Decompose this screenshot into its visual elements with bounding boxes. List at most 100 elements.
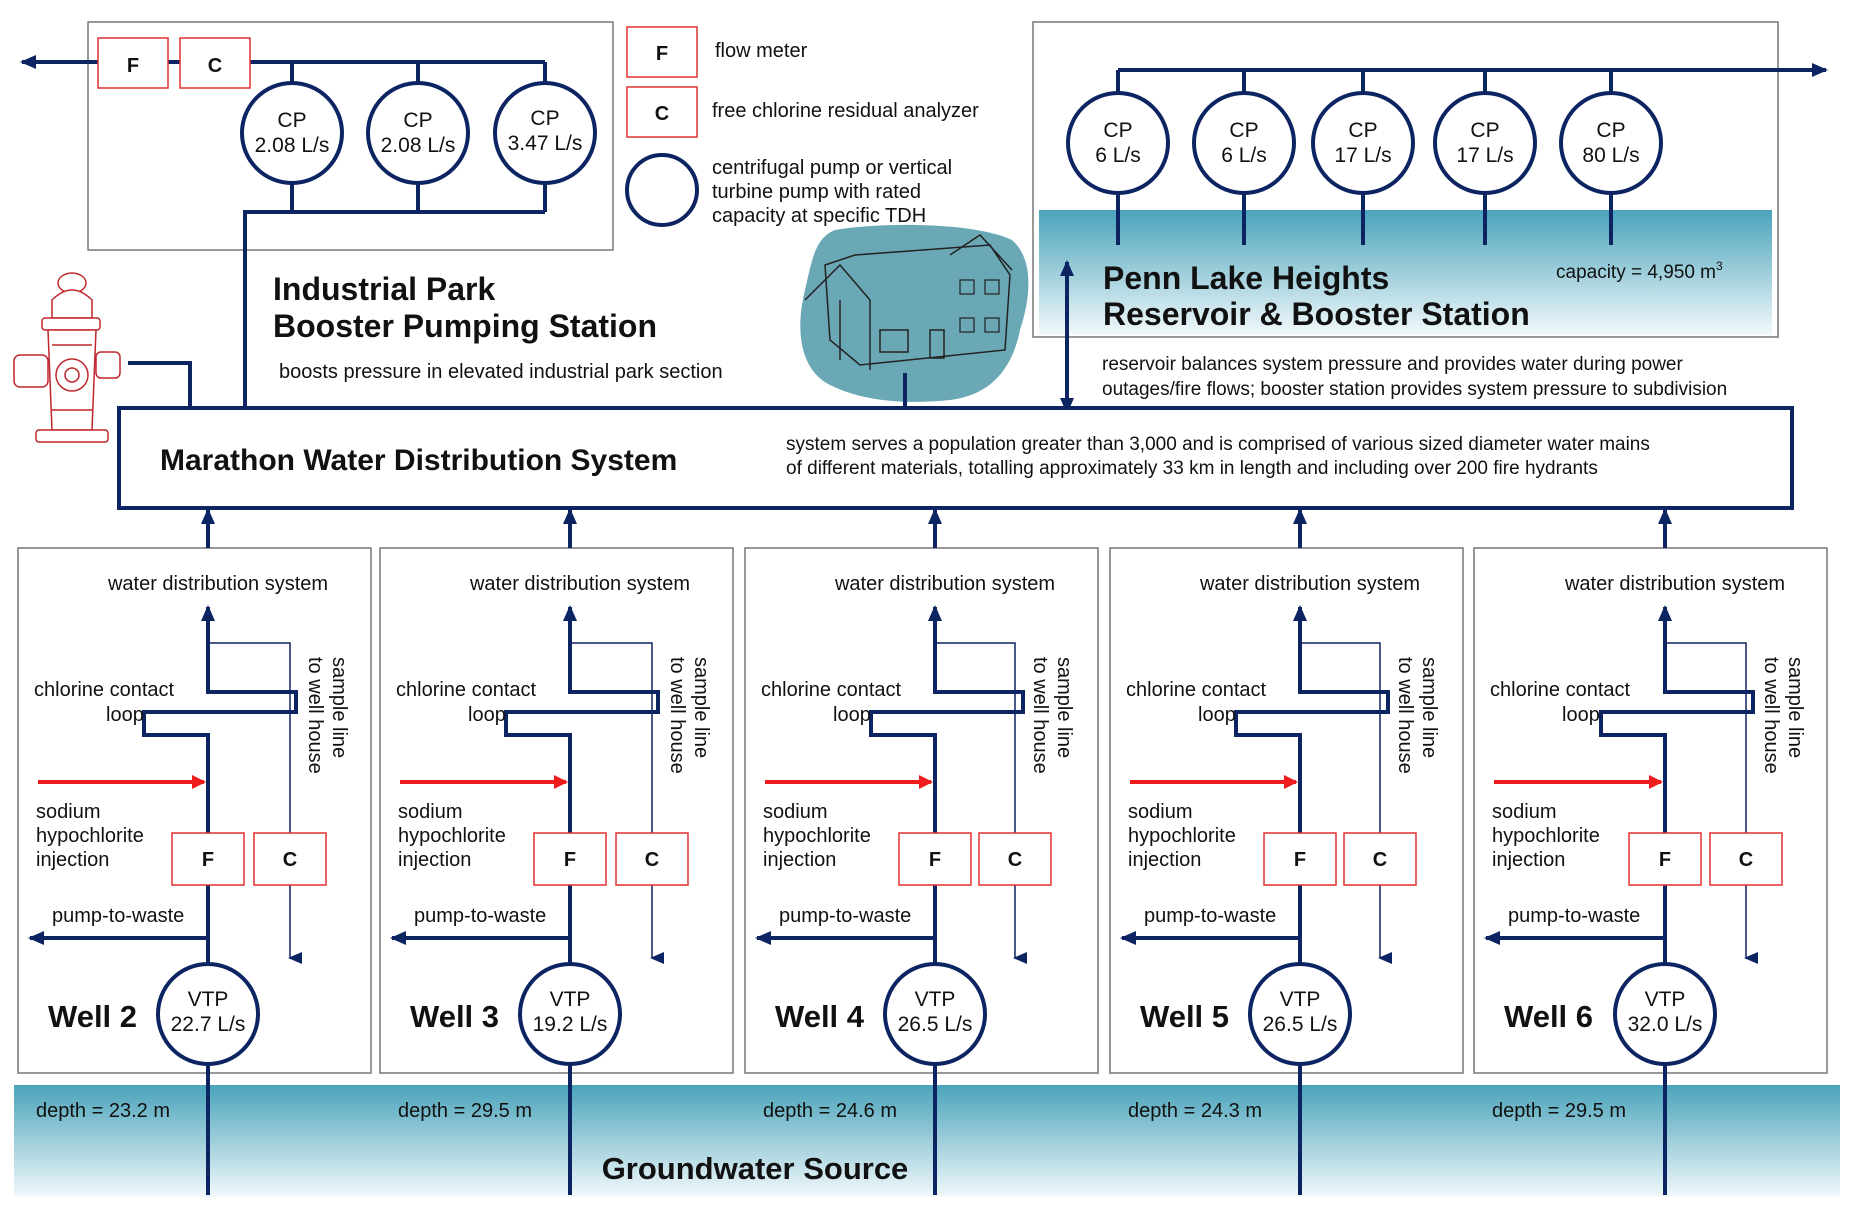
well-box — [1473, 547, 1828, 1074]
well-name: Well 4 — [775, 999, 865, 1034]
industrial-pump-3-type: CP — [530, 107, 559, 130]
well-injection-label-1: sodium — [398, 801, 462, 823]
distribution-system: Marathon Water Distribution System syste… — [117, 406, 1794, 510]
industrial-pump-2-type: CP — [403, 109, 432, 132]
well-distribution-label: water distribution system — [1564, 573, 1785, 595]
well-contact-loop-label-2: loop — [1198, 704, 1236, 726]
well-sample-line-text-2: to well house — [1760, 657, 1782, 774]
well-name: Well 3 — [410, 999, 499, 1034]
penn-lake-reservoir — [1039, 210, 1772, 335]
well-injection-label-2: hypochlorite — [398, 825, 506, 847]
well-injection-label-1: sodium — [1492, 801, 1556, 823]
groundwater-source: Groundwater Source — [14, 1085, 1840, 1197]
well-pump-type: VTP — [915, 988, 956, 1011]
distribution-description-2: of different materials, totalling approx… — [786, 458, 1598, 479]
well-pump-to-waste-label: pump-to-waste — [1144, 905, 1276, 927]
well-injection-label-3: injection — [1492, 849, 1565, 871]
well-injection-label-1: sodium — [1128, 801, 1192, 823]
groundwater-title: Groundwater Source — [602, 1151, 909, 1186]
well-flow-meter — [898, 832, 972, 886]
well-main-pipe — [1599, 605, 1755, 1195]
industrial-flow-meter — [97, 37, 169, 89]
well-pump-circle — [1613, 962, 1717, 1066]
well-sample-line-label: sample lineto well house — [304, 657, 350, 774]
distribution-title: Marathon Water Distribution System — [160, 444, 677, 477]
industrial-suction-pipe — [243, 210, 545, 408]
well-pump-to-waste-label: pump-to-waste — [1508, 905, 1640, 927]
well-pump-circle — [883, 962, 987, 1066]
well-name: Well 6 — [1504, 999, 1593, 1034]
well-sample-line-text-2: to well house — [1394, 657, 1416, 774]
well-contact-loop-label-1: chlorine contact — [34, 679, 175, 701]
penn-lake-pump-type: CP — [1348, 119, 1377, 142]
industrial-park-box — [87, 21, 614, 251]
industrial-chlorine-analyzer — [179, 37, 251, 89]
well-injection-label-2: hypochlorite — [763, 825, 871, 847]
fire-hydrant-icon — [13, 272, 121, 443]
well-sample-line-text-1: sample line — [1784, 657, 1806, 758]
penn-lake-pump-2: CP6 L/s — [1192, 70, 1296, 245]
penn-lake-capacity: capacity = 4,950 m3 — [1556, 259, 1723, 283]
well-flow-meter — [1263, 832, 1337, 886]
penn-lake-pump-rate: 17 L/s — [1334, 144, 1391, 167]
well-chlorine-analyzer — [978, 832, 1052, 886]
well-pump-rate: 26.5 L/s — [898, 1013, 973, 1036]
well-chlorine-analyzer-label: C — [283, 849, 297, 871]
penn-lake-pump-rate: 80 L/s — [1582, 144, 1639, 167]
well-box — [1109, 547, 1464, 1074]
well-pump-rate: 22.7 L/s — [171, 1013, 246, 1036]
industrial-pump-1-type: CP — [277, 109, 306, 132]
well-sample-line-text-1: sample line — [690, 657, 712, 758]
well-flow-meter — [533, 832, 607, 886]
penn-lake-pump-type: CP — [1596, 119, 1625, 142]
legend-pump-text-2: turbine pump with rated — [712, 181, 921, 203]
penn-lake-pump-1: CP6 L/s — [1066, 70, 1170, 245]
well-injection-label-2: hypochlorite — [1492, 825, 1600, 847]
well-injection-label-3: injection — [398, 849, 471, 871]
penn-lake-pump-rate: 6 L/s — [1095, 144, 1141, 167]
well-pump-rate: 19.2 L/s — [533, 1013, 608, 1036]
penn-lake-pump-circle — [1559, 91, 1663, 195]
well-chlorine-analyzer-label: C — [1739, 849, 1753, 871]
well-chlorine-analyzer-label: C — [1373, 849, 1387, 871]
well-sample-line-text-1: sample line — [1053, 657, 1075, 758]
well-flow-meter-label: F — [1659, 849, 1671, 871]
well-depth: depth = 24.6 m — [763, 1100, 897, 1122]
legend-pump-symbol — [625, 153, 699, 227]
well-flow-meter-label: F — [1294, 849, 1306, 871]
distribution-description-1: system serves a population greater than … — [786, 434, 1650, 455]
well-pump-type: VTP — [1645, 988, 1686, 1011]
well-injection-label-2: hypochlorite — [36, 825, 144, 847]
well-chlorine-analyzer — [615, 832, 689, 886]
well-contact-loop-label-2: loop — [106, 704, 144, 726]
industrial-park-title-1: Industrial Park — [273, 271, 496, 307]
well-flow-meter-label: F — [564, 849, 576, 871]
well-pump-type: VTP — [188, 988, 229, 1011]
well-main-pipe — [504, 605, 660, 1195]
penn-lake-pump-circle — [1066, 91, 1170, 195]
well-depth: depth = 29.5 m — [1492, 1100, 1626, 1122]
industrial-pump-1-rate: 2.08 L/s — [255, 134, 330, 157]
industrial-pump-3-rate: 3.47 L/s — [508, 132, 583, 155]
well-contact-loop-label-1: chlorine contact — [761, 679, 902, 701]
well-box — [17, 547, 372, 1074]
well-contact-loop-label-1: chlorine contact — [1490, 679, 1631, 701]
industrial-pump-3: CP 3.47 L/s — [493, 81, 597, 185]
well-pump-circle — [518, 962, 622, 1066]
legend-pump-text-3: capacity at specific TDH — [712, 205, 926, 227]
well-pump-type: VTP — [1280, 988, 1321, 1011]
well-chlorine-analyzer-label: C — [1008, 849, 1022, 871]
well-distribution-label: water distribution system — [834, 573, 1055, 595]
well-box — [379, 547, 734, 1074]
well-injection-label-1: sodium — [36, 801, 100, 823]
well-sample-line-text-2: to well house — [666, 657, 688, 774]
well-pump-rate: 32.0 L/s — [1628, 1013, 1703, 1036]
well-contact-loop-label-2: loop — [468, 704, 506, 726]
well-pump-to-waste-label: pump-to-waste — [779, 905, 911, 927]
